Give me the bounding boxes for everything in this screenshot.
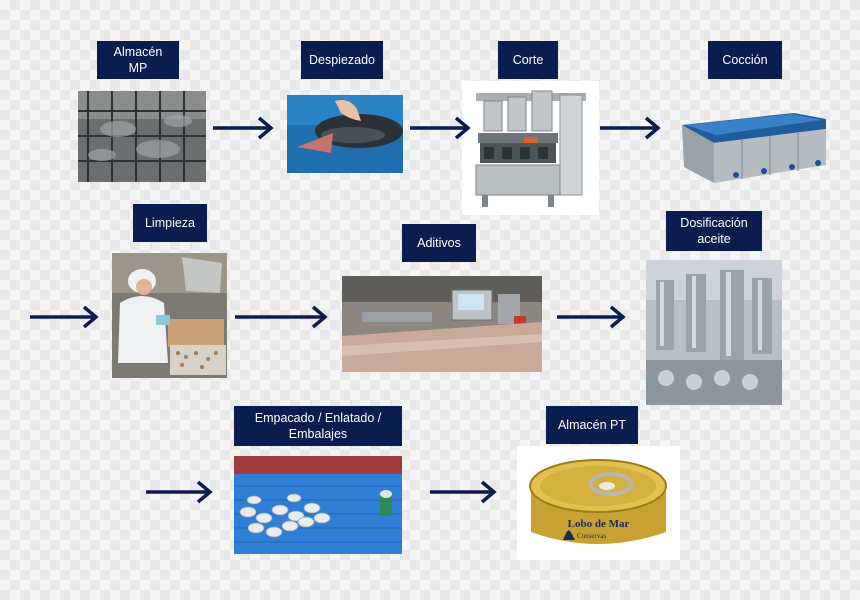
photo-limpieza [112,253,227,378]
photo-almacen-mp [78,91,206,182]
arrow-mp-to-despiezado [213,116,277,140]
photo-dosificacion-aceite [646,260,782,405]
step-label-despiezado: Despiezado [301,41,383,79]
can-sub-text: Conservas [577,532,607,540]
arrow-aditivos-to-dosificacion [557,305,629,329]
step-label-coccion: Cocción [708,41,782,79]
arrow-despiezado-to-corte [410,116,474,140]
arrow-corte-to-coccion [600,116,664,140]
step-label-almacen-mp: Almacén MP [97,41,179,79]
step-label-aditivos: Aditivos [402,224,476,262]
arrow-into-empacado [146,480,216,504]
photo-almacen-pt: Lobo de Mar Conservas [517,446,680,560]
step-label-almacen-pt: Almacén PT [546,406,638,444]
step-label-dosificacion-aceite: Dosificación aceite [666,211,762,251]
step-label-empacado: Empacado / Enlatado / Embalajes [234,406,402,446]
wolf-logo-icon [563,530,575,540]
can-brand-text: Lobo de Mar [567,518,630,530]
photo-aditivos [342,276,542,372]
photo-corte [462,81,599,215]
arrow-into-limpieza [30,305,102,329]
arrow-empacado-to-almacen-pt [430,480,500,504]
arrow-limpieza-to-aditivos [235,305,331,329]
step-label-corte: Corte [498,41,558,79]
step-label-limpieza: Limpieza [133,204,207,242]
photo-coccion [676,95,829,190]
photo-despiezado [287,95,403,173]
photo-empacado [234,456,402,554]
